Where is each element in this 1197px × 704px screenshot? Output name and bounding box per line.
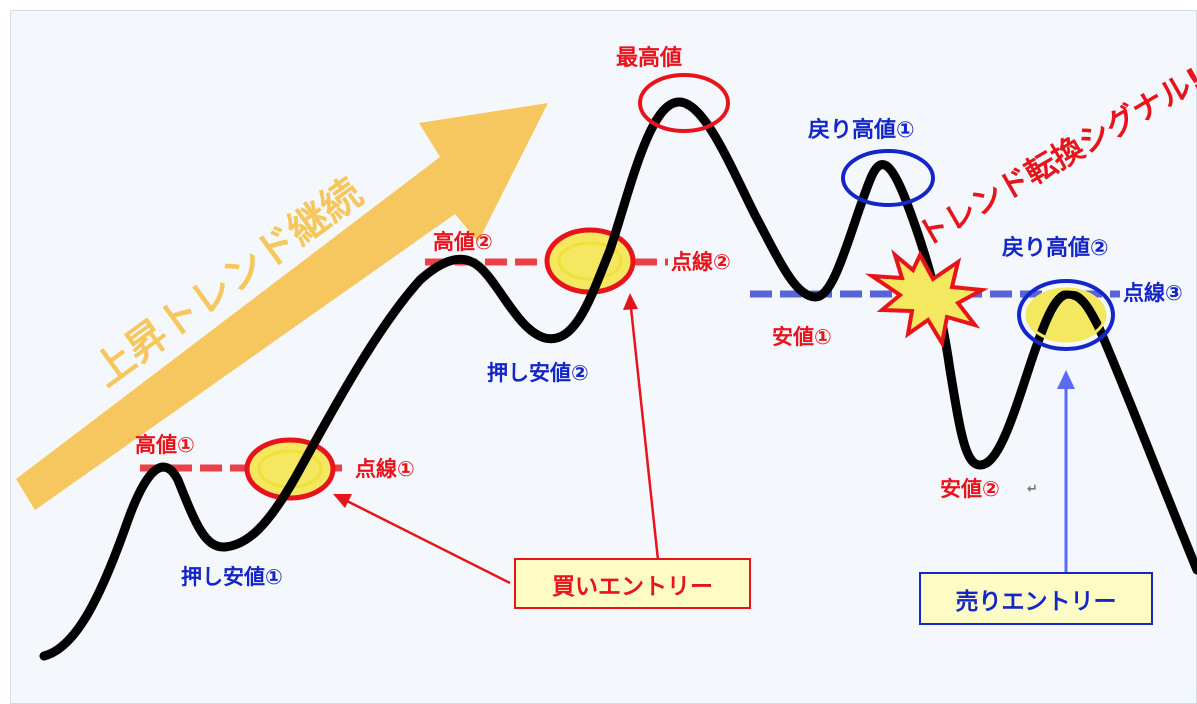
- buy-entry-box: 買いエントリー: [514, 558, 751, 609]
- buy-arrow-2: [629, 307, 660, 561]
- buy-arrow-1-head: [333, 494, 352, 508]
- low1-label: 安値①: [772, 325, 832, 349]
- low2-label: 安値②: [940, 477, 1000, 501]
- rebound-high2-label: 戻り高値②: [1002, 236, 1109, 261]
- sell-arrow-head: [1057, 370, 1075, 389]
- pullback-low1-label: 押し安値①: [181, 565, 283, 589]
- rebound-high1-label: 戻り高値①: [808, 118, 915, 143]
- high2-label: 高値②: [433, 230, 493, 254]
- sell-highlight-inner: [1025, 287, 1107, 343]
- rebound-high1-circle: [841, 149, 935, 207]
- uptrend-arrow: [16, 103, 548, 510]
- high1-label: 高値①: [135, 433, 195, 457]
- highest-label: 最高値: [616, 46, 683, 71]
- pullback-low2-label: 押し安値②: [487, 361, 589, 385]
- buy-highlight-2-inner: [557, 241, 623, 281]
- highest-circle: [638, 73, 730, 133]
- buy-arrow-1: [344, 498, 511, 585]
- dotted2-label: 点線②: [671, 250, 731, 274]
- reversal-burst-icon: [864, 249, 989, 349]
- return-mark: ↵: [1027, 482, 1038, 497]
- sell-entry-box: 売りエントリー: [919, 572, 1153, 625]
- dotted3-label: 点線③: [1123, 281, 1183, 305]
- buy-arrow-2-head: [623, 293, 638, 310]
- sell-highlight-outer: [1017, 279, 1115, 351]
- dotted1-label: 点線①: [355, 457, 415, 481]
